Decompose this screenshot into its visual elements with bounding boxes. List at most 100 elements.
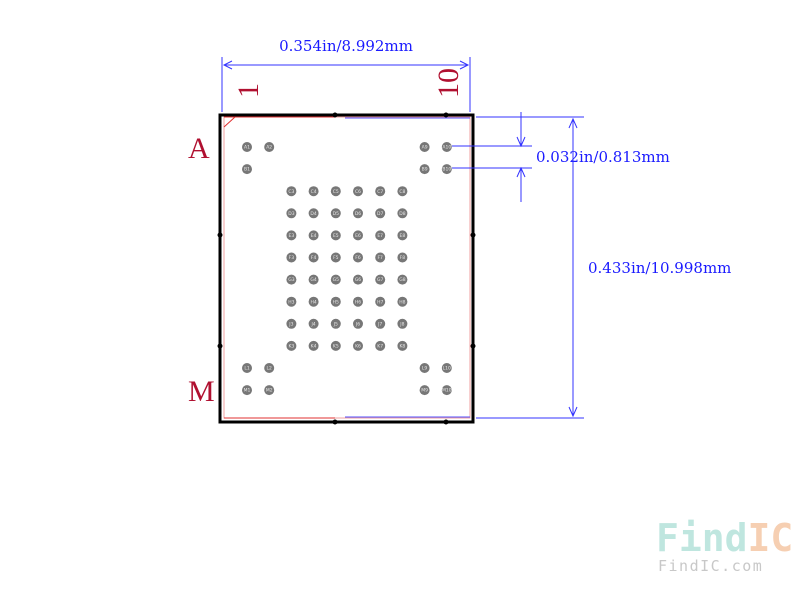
ball-d6: D6 bbox=[353, 208, 363, 219]
outline-midpoints bbox=[217, 112, 476, 425]
ball-pad bbox=[242, 385, 252, 396]
ball-pad bbox=[397, 340, 408, 351]
ball-label: J4 bbox=[310, 321, 315, 327]
watermark-logo: FindIC bbox=[656, 516, 793, 560]
ball-f5: F5 bbox=[330, 252, 341, 263]
ball-pad bbox=[353, 318, 363, 329]
watermark-ic: IC bbox=[748, 516, 794, 560]
ball-pad bbox=[242, 142, 252, 152]
ball-pad bbox=[353, 252, 363, 263]
ball-c6: C6 bbox=[353, 186, 363, 197]
ball-label: L9 bbox=[422, 366, 428, 372]
ball-label: F6 bbox=[355, 255, 361, 261]
ball-label: C4 bbox=[311, 189, 317, 195]
pitch-label: 0.032in/0.813mm bbox=[536, 148, 670, 166]
ball-pad bbox=[286, 208, 297, 219]
ball-l2: L2 bbox=[264, 363, 275, 373]
ball-k4: K4 bbox=[308, 340, 319, 351]
ball-pad bbox=[397, 252, 408, 263]
ball-g3: G3 bbox=[286, 274, 297, 285]
ball-pad bbox=[308, 274, 319, 285]
ball-f3: F3 bbox=[286, 252, 297, 263]
ball-pad bbox=[308, 208, 319, 219]
ball-pad bbox=[286, 230, 297, 241]
ball-pad bbox=[397, 274, 408, 285]
ball-pad bbox=[286, 340, 297, 351]
ball-pad bbox=[419, 142, 430, 152]
ball-pad bbox=[308, 186, 319, 197]
ball-label: D3 bbox=[288, 211, 294, 217]
ball-m10: M10 bbox=[441, 385, 452, 396]
ball-h7: H7 bbox=[375, 296, 386, 307]
ball-pad bbox=[375, 230, 386, 241]
ball-label: M2 bbox=[266, 388, 273, 394]
ball-label: B10 bbox=[442, 167, 451, 173]
ball-e6: E6 bbox=[353, 230, 363, 241]
ball-label: C3 bbox=[288, 189, 294, 195]
ball-pad bbox=[375, 208, 386, 219]
ball-pad bbox=[419, 385, 430, 396]
ball-label: H5 bbox=[333, 299, 339, 305]
ball-j3: J3 bbox=[286, 318, 297, 329]
ball-g8: G8 bbox=[397, 274, 408, 285]
ball-h4: H4 bbox=[308, 296, 319, 307]
ball-label: E6 bbox=[355, 233, 361, 239]
ball-label: B9 bbox=[422, 167, 428, 173]
ball-label: H3 bbox=[288, 299, 294, 305]
ball-f8: F8 bbox=[397, 252, 408, 263]
ball-h5: H5 bbox=[330, 296, 341, 307]
ball-pad bbox=[441, 164, 452, 175]
ball-label: H8 bbox=[399, 299, 405, 305]
ball-label: K4 bbox=[311, 344, 317, 350]
ball-pad bbox=[286, 274, 297, 285]
ball-label: G5 bbox=[333, 277, 339, 283]
ball-pad bbox=[308, 252, 319, 263]
ball-pad bbox=[353, 296, 363, 307]
ball-label: H6 bbox=[355, 299, 361, 305]
ball-l1: L1 bbox=[242, 363, 252, 373]
row-label-last: M bbox=[188, 375, 215, 408]
ball-c4: C4 bbox=[308, 186, 319, 197]
ball-d3: D3 bbox=[286, 208, 297, 219]
ball-pad bbox=[375, 186, 386, 197]
ball-j8: J8 bbox=[397, 318, 408, 329]
ball-pad bbox=[330, 274, 341, 285]
ball-pad bbox=[330, 318, 341, 329]
ball-label: E7 bbox=[377, 233, 383, 239]
ball-label: L10 bbox=[443, 366, 451, 372]
ball-label: K8 bbox=[399, 344, 405, 350]
ball-pad bbox=[330, 296, 341, 307]
column-label-last: 10 bbox=[432, 68, 465, 98]
ball-pad bbox=[353, 208, 363, 219]
ball-label: F3 bbox=[289, 255, 295, 261]
column-label-first: 1 bbox=[232, 83, 265, 98]
ball-d8: D8 bbox=[397, 208, 408, 219]
ball-pad bbox=[397, 230, 408, 241]
ball-label: M10 bbox=[442, 388, 452, 394]
ball-label: E4 bbox=[311, 233, 317, 239]
ball-c5: C5 bbox=[330, 186, 341, 197]
ball-pad bbox=[330, 340, 341, 351]
ball-h6: H6 bbox=[353, 296, 363, 307]
ball-pad bbox=[397, 208, 408, 219]
ball-pad bbox=[264, 142, 275, 152]
ball-pad bbox=[286, 186, 297, 197]
ball-f6: F6 bbox=[353, 252, 363, 263]
ball-d7: D7 bbox=[375, 208, 386, 219]
ball-label: J7 bbox=[377, 321, 382, 327]
ball-pad bbox=[375, 340, 386, 351]
ball-label: K6 bbox=[355, 344, 361, 350]
ball-g7: G7 bbox=[375, 274, 386, 285]
ball-j4: J4 bbox=[308, 318, 319, 329]
ball-l10: L10 bbox=[441, 363, 452, 373]
ball-pad bbox=[242, 164, 252, 175]
ball-label: K5 bbox=[333, 344, 339, 350]
width-label: 0.354in/8.992mm bbox=[279, 37, 413, 55]
ball-pad bbox=[286, 296, 297, 307]
ball-label: F5 bbox=[333, 255, 339, 261]
package-outline bbox=[218, 113, 475, 424]
ball-pad bbox=[330, 252, 341, 263]
ball-k5: K5 bbox=[330, 340, 341, 351]
ball-e7: E7 bbox=[375, 230, 386, 241]
